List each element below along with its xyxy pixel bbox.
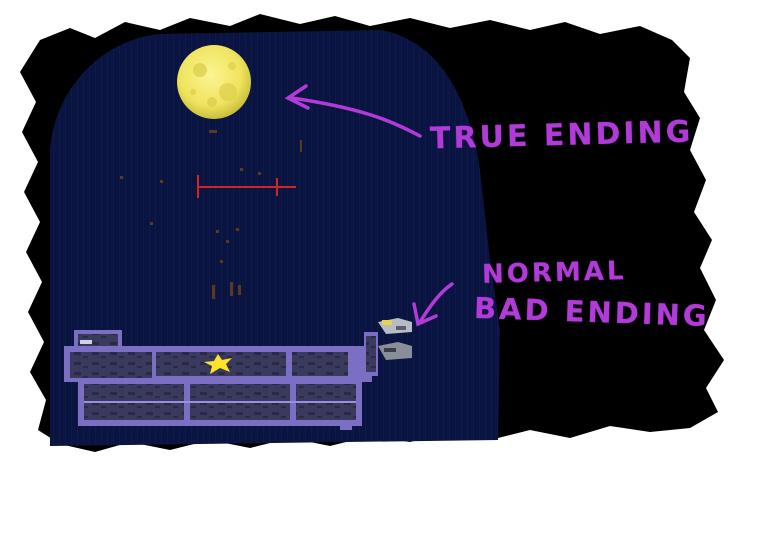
base-structure: [64, 330, 378, 430]
ship-icon[interactable]: [378, 318, 412, 334]
dotted-trail: [120, 130, 302, 299]
ship-icon[interactable]: [378, 342, 412, 360]
annotation-arrows: [284, 84, 454, 327]
star-icon: [204, 354, 232, 374]
moon-icon: [177, 45, 251, 119]
normal-ending-label: NORMAL: [481, 256, 627, 290]
true-ending-label: TRUE ENDING: [429, 114, 694, 157]
red-rope: [197, 175, 296, 198]
